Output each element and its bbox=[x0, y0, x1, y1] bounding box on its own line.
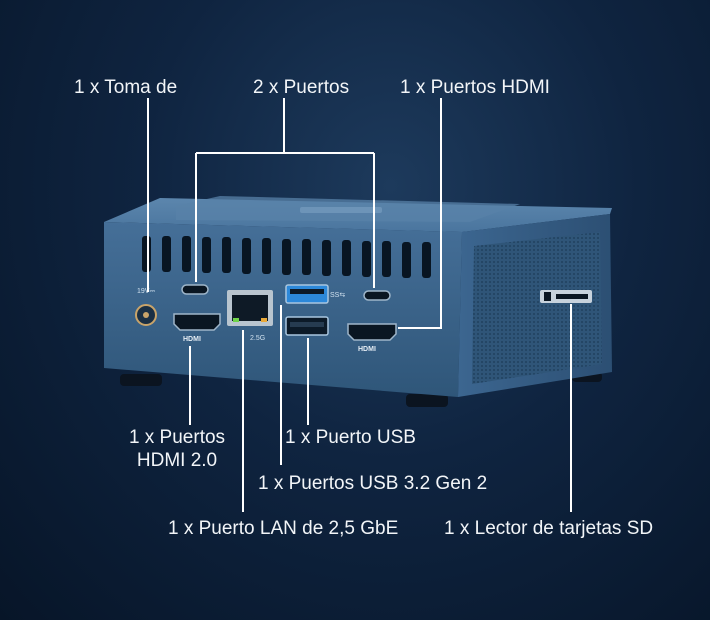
label-sd-reader: 1 x Lector de tarjetas SD bbox=[444, 518, 654, 539]
hdmi-right-marking: HDMI bbox=[358, 346, 376, 353]
label-hdmi-port-top: 1 x Puertos HDMI bbox=[400, 77, 550, 98]
label-hdmi-20-line2: HDMI 2.0 bbox=[136, 450, 218, 471]
label-usb-c-ports: 2 x Puertos bbox=[253, 77, 350, 98]
hdmi-port-left bbox=[173, 313, 221, 331]
usb-c-port-left bbox=[181, 284, 209, 295]
label-power-jack: 1 x Toma de bbox=[74, 77, 178, 98]
hdmi-port-right bbox=[347, 323, 397, 341]
label-hdmi-20-line1: 1 x Puertos bbox=[128, 427, 226, 448]
vent-slots bbox=[142, 236, 431, 278]
usb-ss-marking: SS⇆ bbox=[330, 292, 345, 299]
hdmi-left-marking: HDMI bbox=[183, 336, 201, 343]
usb-c-port-right bbox=[363, 290, 391, 301]
label-lan-port: 1 x Puerto LAN de 2,5 GbE bbox=[168, 518, 399, 539]
dc-power-jack bbox=[135, 304, 157, 326]
lan-speed-marking: 2.5G bbox=[250, 335, 265, 342]
brand-plate bbox=[300, 207, 382, 213]
foot-front-left bbox=[120, 374, 162, 386]
side-mesh-panel bbox=[472, 232, 602, 384]
lan-port bbox=[227, 290, 273, 326]
sd-card-slot bbox=[540, 290, 592, 303]
label-hdmi-20: 1 x Puertos HDMI 2.0 bbox=[112, 426, 242, 472]
dc-in-marking: 19V⎓ bbox=[137, 288, 155, 295]
label-usb32-ports: 1 x Puertos USB 3.2 Gen 2 bbox=[258, 473, 488, 494]
foot-front-right bbox=[406, 394, 448, 407]
label-usb-port: 1 x Puerto USB bbox=[285, 427, 416, 448]
